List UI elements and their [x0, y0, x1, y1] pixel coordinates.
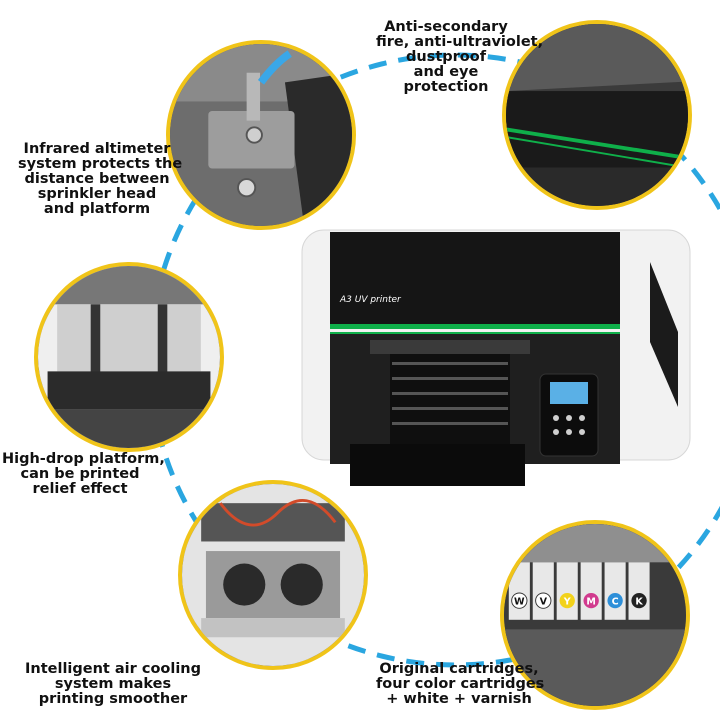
caption-cooling: Intelligent air cooling system makes pri… — [8, 662, 218, 707]
caption-cartridges: Original cartridges, four color cartridg… — [376, 661, 545, 707]
cartridge-letter-v: V — [540, 596, 548, 607]
caption-line: sprinkler head — [37, 186, 157, 202]
cartridge-letter-c: C — [612, 596, 619, 607]
cartridges-image: W V Y M C K — [500, 520, 690, 710]
altimeter-detail-image — [166, 40, 356, 230]
caption-line: relief effect — [32, 481, 128, 497]
caption-line: Anti-secondary — [384, 19, 508, 35]
caption-line: protection — [403, 79, 489, 95]
cartridge-letter-y: Y — [563, 596, 572, 607]
cooling-system-image — [178, 480, 368, 670]
caption-line: four color cartridges — [376, 676, 545, 692]
cartridge-letter-k: K — [635, 596, 643, 607]
platform-detail-image — [34, 262, 224, 452]
caption-platform: High-drop platform, can be printed relie… — [2, 451, 165, 497]
caption-line: can be printed — [20, 466, 140, 482]
cartridge-letter-w: W — [514, 596, 525, 607]
caption-line: system protects the — [18, 156, 183, 172]
caption-line: Infrared altimeter — [23, 141, 171, 157]
caption-altimeter: Infrared altimeter system protects the d… — [18, 141, 183, 217]
caption-line: distance between — [24, 171, 170, 187]
caption-line: + white + varnish — [386, 691, 532, 707]
anti-fire-cover-image — [502, 20, 692, 210]
printer-label: A3 UV printer — [339, 295, 402, 305]
caption-line: and platform — [43, 201, 151, 217]
caption-line: High-drop platform, — [2, 451, 165, 467]
caption-line: fire, anti-ultraviolet, — [376, 34, 544, 50]
caption-line: dustproof — [405, 49, 487, 65]
caption-anti-fire: Anti-secondary fire, anti-ultraviolet, d… — [376, 19, 544, 95]
uv-printer-image: A3 UV printer — [300, 222, 692, 502]
caption-line: Original cartridges, — [379, 661, 539, 677]
caption-line: printing smoother — [38, 691, 188, 707]
cartridge-letter-m: M — [586, 596, 596, 607]
caption-line: system makes — [54, 676, 172, 692]
caption-line: and eye — [413, 64, 479, 80]
caption-line: Intelligent air cooling — [24, 661, 202, 677]
